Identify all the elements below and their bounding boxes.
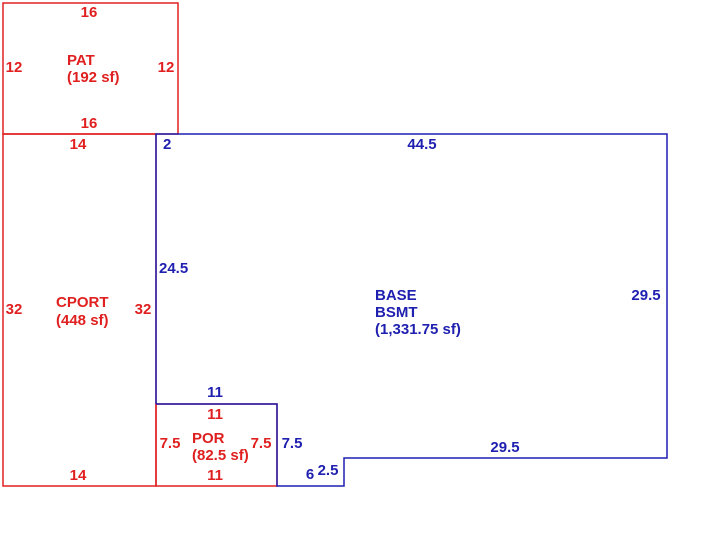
pat-area: (192 sf): [67, 69, 120, 86]
cport-dim-top: 14: [70, 136, 87, 153]
base-dim-notch-top: 11: [207, 384, 223, 401]
base-dim-bottom-b: 2.5: [318, 462, 339, 479]
pat-dim-left: 12: [6, 59, 23, 76]
base-dim-top: 44.5: [407, 136, 436, 153]
por-area: (82.5 sf): [192, 447, 249, 464]
base-name: BASE: [375, 287, 417, 304]
por-dim-left: 7.5: [160, 435, 181, 452]
base-dim-left: 24.5: [159, 260, 188, 277]
por-dim-bottom: 11: [207, 467, 223, 484]
base-dim-notch-right: 7.5: [282, 435, 303, 452]
pat-dim-bottom: 16: [81, 115, 98, 132]
base-area: (1,331.75 sf): [375, 321, 461, 338]
por-name: POR: [192, 430, 225, 447]
cport-name: CPORT: [56, 294, 109, 311]
cport-dim-bottom: 14: [70, 467, 87, 484]
base-dim-bottom-c: 29.5: [490, 439, 519, 456]
base-outline: [155, 133, 668, 487]
por-dim-right: 7.5: [251, 435, 272, 452]
base-dim-bottom-a: 6: [306, 466, 314, 483]
por-dim-top: 11: [207, 406, 223, 423]
base-dim-right: 29.5: [631, 287, 660, 304]
pat-dim-top: 16: [81, 4, 98, 21]
cport-dim-right: 32: [135, 301, 152, 318]
pat-dim-right: 12: [158, 59, 175, 76]
cport-area: (448 sf): [56, 312, 109, 329]
base-sub: BSMT: [375, 304, 418, 321]
pat-name: PAT: [67, 52, 95, 69]
cport-dim-left: 32: [6, 301, 23, 318]
base-dim-top-short: 2: [163, 136, 171, 153]
